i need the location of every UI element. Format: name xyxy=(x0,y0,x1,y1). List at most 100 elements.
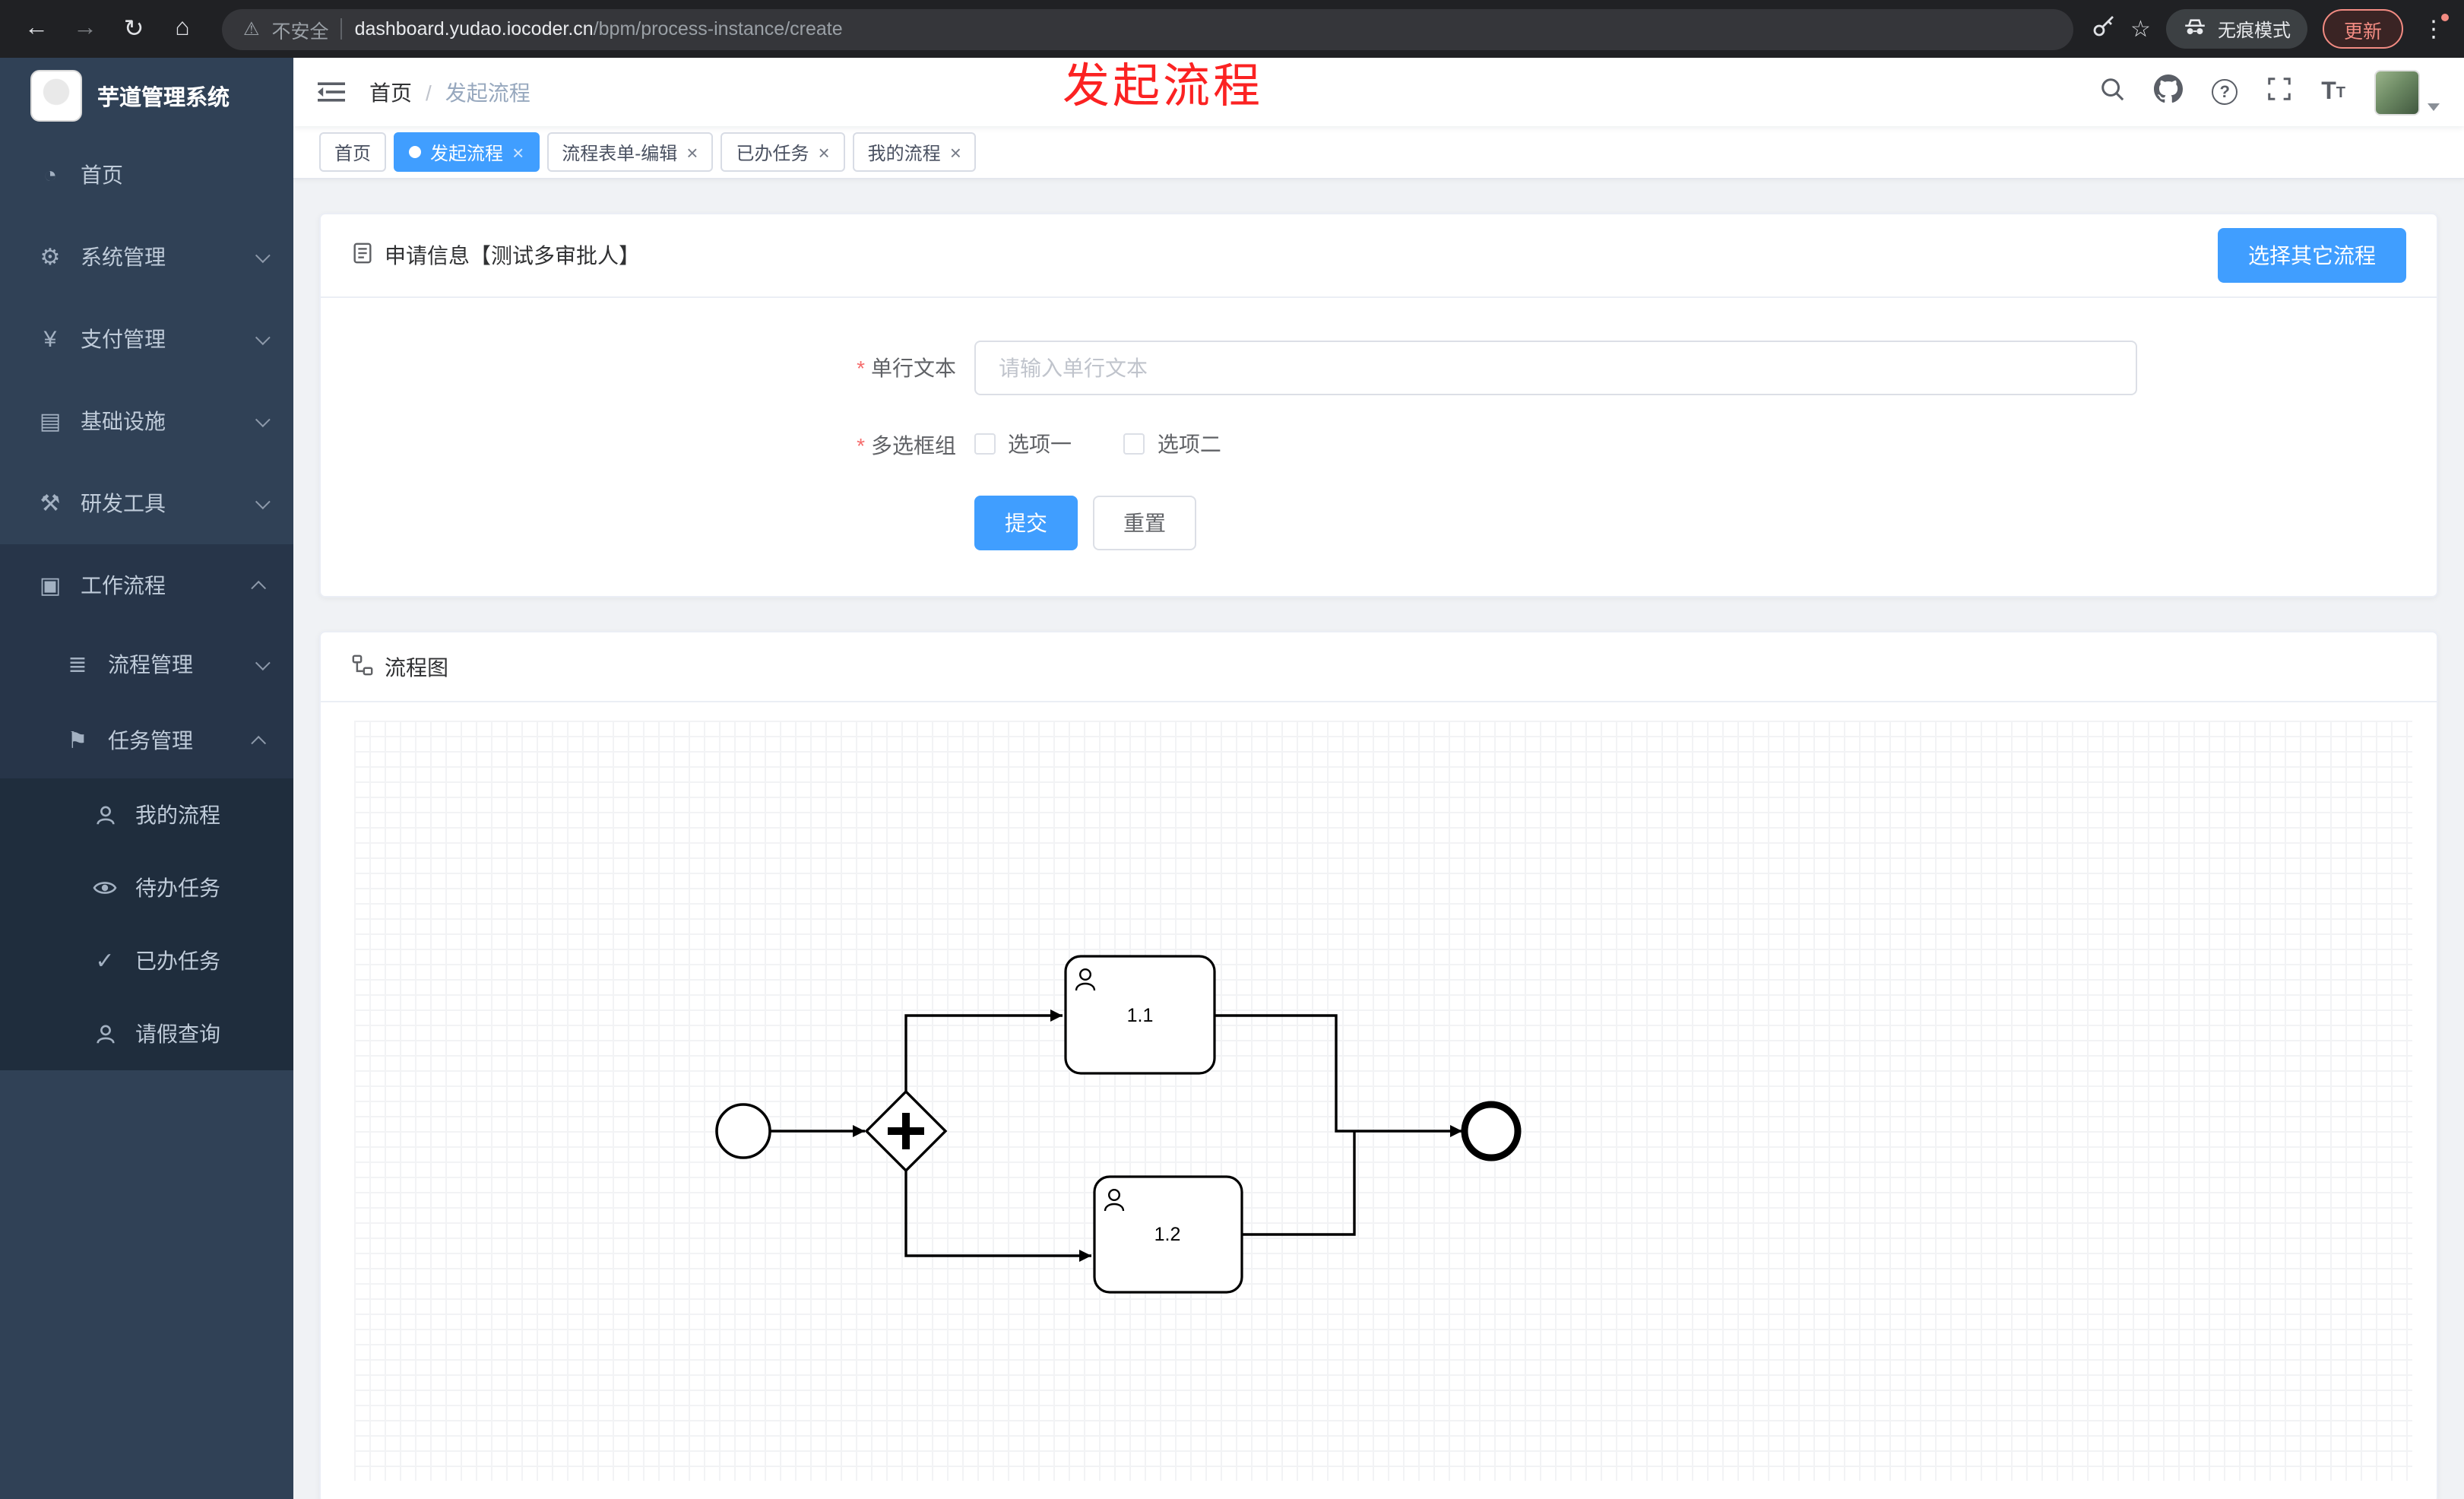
choose-other-process-button[interactable]: 选择其它流程 xyxy=(2218,228,2406,283)
tag-label: 已办任务 xyxy=(736,142,809,163)
tag-home[interactable]: 首页 xyxy=(319,132,387,172)
key-icon[interactable] xyxy=(2091,13,2115,45)
app-title: 芋道管理系统 xyxy=(97,86,230,110)
sidebar-item-infrastructure[interactable]: ▤ 基础设施 xyxy=(0,380,293,462)
tag-initiate-process[interactable]: 发起流程 × xyxy=(394,132,540,172)
search-icon[interactable] xyxy=(2099,75,2125,109)
sidebar-item-dev-tools[interactable]: ⚒ 研发工具 xyxy=(0,462,293,544)
sidebar-item-task-management[interactable]: ⚑ 任务管理 xyxy=(0,702,293,778)
dashboard-icon: ◔ xyxy=(43,162,58,188)
fullscreen-icon[interactable] xyxy=(2266,75,2292,109)
checkbox-group-label: *多选框组 xyxy=(321,430,974,461)
flag-icon: ⚑ xyxy=(67,728,88,754)
sidebar-item-process-management[interactable]: ≣ 流程管理 xyxy=(0,626,293,702)
chevron-up-icon xyxy=(251,734,267,750)
incognito-label: 无痕模式 xyxy=(2217,19,2291,40)
close-icon[interactable]: × xyxy=(512,141,524,163)
workflow-icon: ▣ xyxy=(39,573,62,599)
sidebar-item-label: 工作流程 xyxy=(81,573,166,597)
user-icon xyxy=(1075,968,1096,991)
end-event[interactable] xyxy=(1461,1101,1522,1161)
reset-button[interactable]: 重置 xyxy=(1093,496,1196,550)
process-diagram-card: 流程图 xyxy=(319,631,2438,1499)
checkbox-option-1[interactable]: 选项一 xyxy=(974,429,1072,459)
chevron-down-icon xyxy=(255,654,271,670)
sidebar-item-label: 基础设施 xyxy=(81,409,166,433)
sidebar-item-system-management[interactable]: ⚙ 系统管理 xyxy=(0,216,293,298)
checkbox-label: 选项一 xyxy=(1008,432,1072,456)
checkbox-box[interactable] xyxy=(974,433,996,455)
update-label: 更新 xyxy=(2343,21,2382,42)
user-task-1-1[interactable]: 1.1 xyxy=(1064,955,1216,1075)
sidebar-item-label: 请假查询 xyxy=(135,1022,220,1046)
start-event[interactable] xyxy=(715,1103,771,1159)
single-line-label-text: 单行文本 xyxy=(871,356,956,380)
address-bar[interactable]: ⚠ 不安全 dashboard.yudao.iocoder.cn/bpm/pro… xyxy=(222,8,2073,49)
update-button[interactable]: 更新 xyxy=(2322,9,2403,49)
close-icon[interactable]: × xyxy=(949,141,961,163)
divider xyxy=(340,18,343,40)
bpmn-diagram: 1.1 1.2 xyxy=(715,955,1522,1294)
eye-icon xyxy=(88,876,122,900)
back-icon[interactable]: ← xyxy=(24,15,49,41)
font-small-glyph: T xyxy=(2336,84,2345,101)
single-line-input[interactable] xyxy=(974,341,2137,395)
close-icon[interactable]: × xyxy=(686,141,698,163)
user-menu[interactable] xyxy=(2374,69,2440,115)
task-label: 1.2 xyxy=(1154,1224,1181,1245)
reload-icon[interactable]: ↻ xyxy=(123,17,144,43)
sidebar-toggle-icon[interactable] xyxy=(293,58,369,126)
checkbox-option-2[interactable]: 选项二 xyxy=(1123,429,1221,459)
home-icon[interactable]: ⌂ xyxy=(175,15,190,41)
breadcrumb-home[interactable]: 首页 xyxy=(369,80,412,104)
sidebar-item-label: 流程管理 xyxy=(108,652,193,677)
sidebar-item-leave-query[interactable]: 请假查询 xyxy=(0,997,293,1070)
single-line-row: *单行文本 xyxy=(321,341,2437,395)
url-text: dashboard.yudao.iocoder.cn/bpm/process-i… xyxy=(355,18,843,40)
check-icon: ✓ xyxy=(95,949,115,975)
bpmn-canvas[interactable]: 1.1 1.2 xyxy=(354,721,2412,1481)
diagram-header: 流程图 xyxy=(321,632,2437,702)
breadcrumb: 首页 / 发起流程 xyxy=(369,77,530,107)
tag-done-tasks[interactable]: 已办任务 × xyxy=(721,132,845,172)
chevron-down-icon xyxy=(2428,103,2440,110)
sidebar-item-payment-management[interactable]: ¥ 支付管理 xyxy=(0,298,293,380)
submit-button[interactable]: 提交 xyxy=(974,496,1078,550)
url-path: /bpm/process-instance/create xyxy=(593,18,843,40)
sidebar: 芋道管理系统 ◔ 首页 ⚙ 系统管理 ¥ 支付管理 ▤ 基础设施 xyxy=(0,58,293,1499)
sidebar-item-done-tasks[interactable]: ✓ 已办任务 xyxy=(0,924,293,997)
help-icon[interactable]: ? xyxy=(2212,79,2238,105)
github-icon[interactable] xyxy=(2154,74,2184,110)
browser-chrome: ← → ↻ ⌂ ⚠ 不安全 dashboard.yudao.iocoder.cn… xyxy=(0,0,2464,58)
checkbox-group: 选项一 选项二 xyxy=(974,429,1267,462)
sidebar-item-my-process[interactable]: 我的流程 xyxy=(0,778,293,851)
parallel-gateway[interactable] xyxy=(864,1089,948,1173)
forward-icon[interactable]: → xyxy=(73,15,97,41)
app-logo-row[interactable]: 芋道管理系统 xyxy=(0,58,293,134)
sidebar-item-home[interactable]: ◔ 首页 xyxy=(0,134,293,216)
checkbox-box[interactable] xyxy=(1123,433,1145,455)
person-icon xyxy=(88,803,122,826)
close-icon[interactable]: × xyxy=(818,141,830,163)
security-label[interactable]: 不安全 xyxy=(271,21,329,42)
user-avatar[interactable] xyxy=(2374,69,2420,115)
checkbox-group-row: *多选框组 选项一 选项二 xyxy=(321,429,2437,462)
main-content: 申请信息【测试多审批人】 选择其它流程 *单行文本 *多选框组 选项一 xyxy=(293,179,2464,1499)
sequence-flow-gateway-to-task2 xyxy=(904,1171,1091,1262)
sidebar-item-workflow[interactable]: ▣ 工作流程 xyxy=(0,544,293,626)
browser-menu-icon[interactable]: ⋮ xyxy=(2418,14,2449,43)
single-line-label: *单行文本 xyxy=(321,353,974,383)
yen-icon: ¥ xyxy=(43,326,57,352)
tag-label: 首页 xyxy=(334,142,372,163)
apply-info-card: 申请信息【测试多审批人】 选择其它流程 *单行文本 *多选框组 选项一 xyxy=(319,213,2438,597)
sidebar-item-todo-tasks[interactable]: 待办任务 xyxy=(0,851,293,924)
user-task-1-2[interactable]: 1.2 xyxy=(1093,1175,1243,1294)
checkbox-group-label-text: 多选框组 xyxy=(871,433,956,458)
bookmark-star-icon[interactable]: ☆ xyxy=(2130,17,2151,43)
tag-my-process[interactable]: 我的流程 × xyxy=(852,132,977,172)
chevron-down-icon xyxy=(255,329,271,345)
tag-form-edit[interactable]: 流程表单-编辑 × xyxy=(546,132,714,172)
